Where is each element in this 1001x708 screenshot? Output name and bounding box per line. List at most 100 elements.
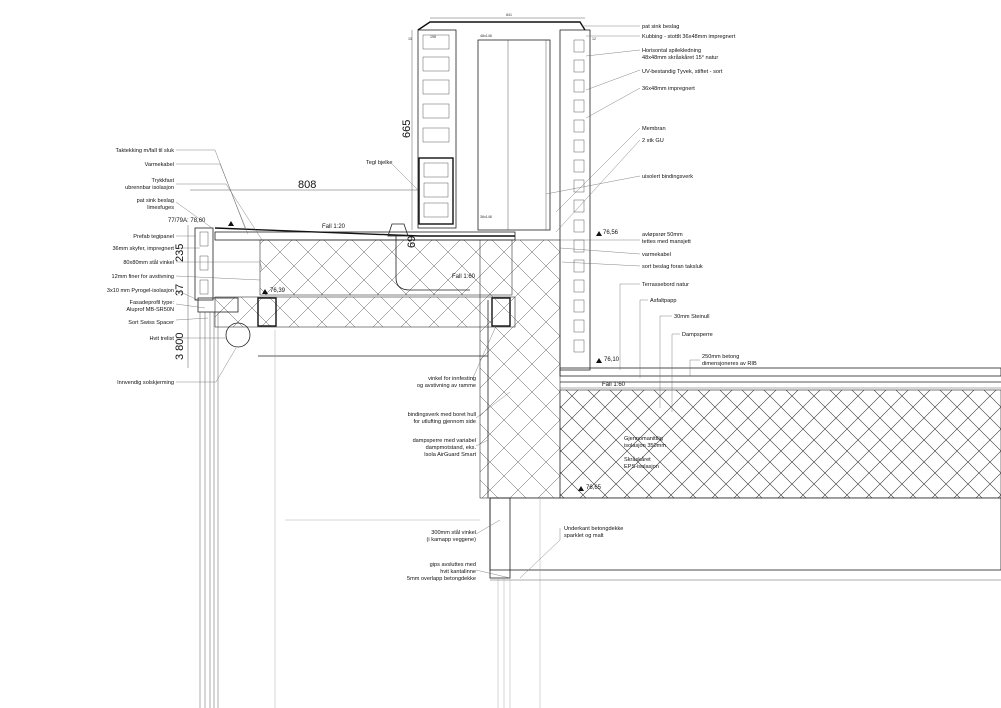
top-cap — [417, 21, 586, 31]
fall-1-20: Fall 1:20 — [322, 224, 346, 230]
label-stal-300-1: 300mm stål vinkel — [431, 529, 476, 536]
label-trykkfast-2: ubrennbar isolasjon — [125, 185, 174, 191]
label-dampsperre-r: Dampsperre — [682, 332, 713, 338]
level-7656: 76,56 — [603, 230, 619, 236]
window-frame — [199, 312, 219, 708]
label-fasade-2: Aluprof MB-SR50N — [126, 307, 174, 313]
dimension-lines: 841 15 12 665 808 235 37 3 800 69 — [174, 13, 596, 368]
level-7639: 76,39 — [270, 288, 286, 294]
label-plat-sink-2: limesfuges — [147, 205, 174, 211]
label-plat-sink-beslag-top: pat sink beslag — [642, 24, 679, 30]
facade-cladding — [417, 29, 457, 229]
label-avlop-2: tettes med mansjett — [642, 239, 691, 245]
label-eps: EPS-isolasjon — [624, 464, 659, 470]
roof-insulation — [259, 239, 513, 296]
label-avlop-1: avløpsrør 50mm — [642, 232, 683, 238]
label-uv-tyvek: UV-bestandig Tyvek, stiftet - sort — [642, 69, 723, 75]
label-trelist: Hvit trelist — [149, 336, 174, 342]
fall-1-60-terrace: Fall 1:60 — [602, 382, 626, 388]
label-damp-2: dampmotstand, eks. — [426, 445, 477, 451]
structure — [194, 21, 1001, 708]
label-impregnert-36: 36x48mm impregnert — [642, 86, 695, 92]
label-uisolert: uisolert bindingsverk — [642, 174, 693, 180]
label-gips-3: 5mm overlapp betongdekke — [407, 576, 476, 582]
leader-lines — [175, 25, 700, 579]
dim-665: 665 — [401, 120, 413, 138]
label-gu: 2 stk GU — [642, 138, 664, 144]
label-gjennom-1: Gjennomanittlig — [624, 436, 663, 442]
tegl-beam-box — [418, 157, 454, 225]
label-damp-3: Isola AirGuard Smart — [424, 452, 476, 458]
dim-808: 808 — [298, 179, 316, 191]
level-7665: 76,65 — [586, 485, 602, 491]
level-7610: 76,10 — [604, 357, 620, 363]
label-tegl: Tegl bjelke — [366, 160, 392, 166]
roof-drain — [387, 223, 409, 237]
label-horisontal-2: 48x48mm skråskåret 15° natur — [642, 54, 718, 61]
label-underkant-1: Underkant betongdekke — [564, 526, 623, 532]
dim-841: 841 — [506, 13, 512, 17]
label-trykkfast-1: Trykkfast — [152, 178, 175, 184]
labels-right: pat sink beslag Kubbing - stottlt 36x48m… — [642, 24, 757, 367]
label-skraskaret: Skråskåret — [624, 456, 651, 463]
solskjerming-roller — [225, 322, 251, 348]
label-skyfer: 36mm skyfer, impregnert — [112, 246, 174, 252]
dim-3800: 3 800 — [174, 332, 186, 360]
label-gips-1: gips avsluttes med — [430, 562, 476, 568]
label-prefab: Prefab tegipanel — [133, 234, 174, 240]
label-betong-1: 250mm betong — [702, 354, 739, 360]
label-varmekabel-l: Varmekabel — [145, 162, 174, 168]
fall-1-60-roof: Fall 1:60 — [452, 274, 476, 280]
label-kubbing: Kubbing - stottlt 36x48mm impregnert — [642, 34, 736, 40]
concrete-slab — [489, 497, 1001, 571]
label-finer: 12mm finer for avstivning — [112, 274, 175, 280]
label-varmekabel-r: varmekabel — [642, 252, 671, 258]
prefab-panel — [194, 227, 214, 301]
upper-stud-wall — [477, 39, 551, 231]
label-taktekking: Taktekking m/fall til sluk — [116, 148, 175, 154]
label-binding-2: for utlufting gjennom side — [413, 419, 476, 425]
tegl-blocks — [418, 34, 454, 225]
lower-column — [489, 497, 511, 579]
wall-insulation — [479, 239, 561, 499]
label-betong-2: dimensjoneres av RIB — [702, 361, 757, 367]
label-solskjerming: Innvendig solskjerming — [117, 380, 174, 386]
label-vinkel-1: vinkel for innfesting — [428, 376, 476, 382]
outer-wall-right — [559, 29, 591, 371]
label-damp-1: dampsperre med variabel — [413, 438, 476, 444]
label-asfaltpapp: Asfaltpapp — [650, 298, 676, 304]
label-underkant-2: sparklet og malt — [564, 533, 604, 539]
eps-insulation — [559, 389, 1001, 499]
tag-48x148: 48x148 — [480, 34, 492, 38]
level-7778: 77/79A: 78,60 — [168, 218, 206, 224]
label-terrassebord: Terrassebord natur — [642, 282, 689, 288]
label-vinkel-2: og avstivning av ramme — [417, 383, 476, 389]
label-steinull: 30mm Steinull — [674, 314, 709, 320]
label-gips-2: hvit kantalinne — [440, 569, 476, 575]
tag-198: 198 — [430, 35, 436, 39]
labels-left: Taktekking m/fall til sluk Varmekabel Tr… — [107, 148, 175, 386]
label-vinkel-80: 80x80mm stål vinkel — [123, 259, 174, 266]
cladding-battens — [573, 39, 585, 353]
labels-center: Tegl bjelke vinkel for innfesting og avs… — [366, 160, 666, 582]
label-plat-sink-1: pat sink beslag — [137, 198, 174, 204]
label-membran: Membran — [642, 126, 666, 132]
dim-235: 235 — [174, 244, 186, 262]
dim-15: 15 — [408, 37, 412, 41]
label-swiss: Sort Swiss Spacer — [128, 320, 174, 326]
roof-covering — [214, 227, 515, 237]
label-horisontal-1: Horisontal spilekledning — [642, 48, 701, 54]
label-pyrogel: 3x10 mm Pyrogel-isolasjon — [107, 288, 174, 294]
terrace-decking — [559, 367, 1001, 377]
levels: 77/79A: 78,60 76,56 76,39 76,10 76,65 Fa… — [168, 34, 626, 491]
label-binding-1: bindingsverk med boret hull — [408, 412, 476, 418]
dim-69: 69 — [406, 236, 418, 248]
label-stal-300-2: (i kamapp veggene) — [427, 537, 477, 543]
roof-frame-lower — [214, 296, 516, 328]
label-sort-beslag: sort beslag foran taksluk — [642, 264, 703, 270]
dim-37: 37 — [174, 284, 186, 296]
dim-12: 12 — [592, 37, 596, 41]
tag-36x148: 36x148 — [480, 215, 492, 219]
label-gjennom-2: isolasjon 350mm — [624, 443, 666, 449]
